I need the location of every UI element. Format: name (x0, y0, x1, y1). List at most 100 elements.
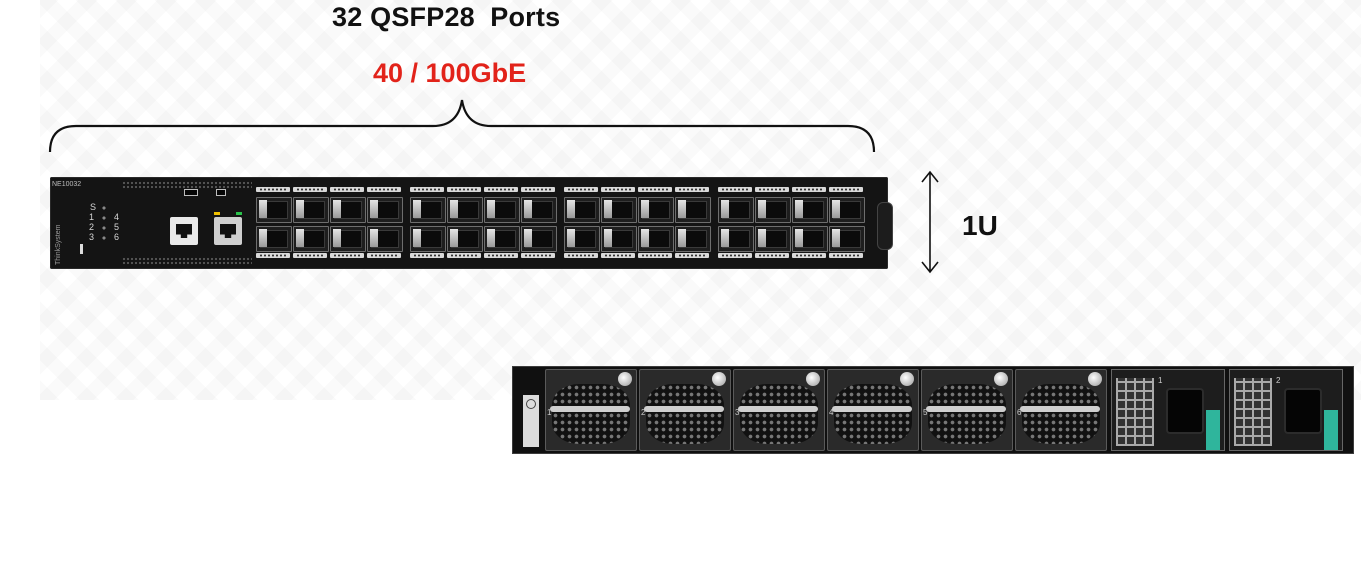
qsfp28-port-15[interactable] (521, 197, 557, 223)
port-release-tab[interactable] (367, 253, 401, 258)
qsfp28-port-5[interactable] (330, 197, 366, 223)
port-release-tab[interactable] (829, 253, 863, 258)
fan-module[interactable]: 2 (639, 369, 731, 451)
fan-handle[interactable] (644, 406, 724, 412)
port-release-tab[interactable] (447, 187, 481, 192)
fan-number: 1 (547, 408, 552, 417)
power-socket[interactable] (1166, 388, 1204, 434)
thumbscrew-icon[interactable] (994, 372, 1008, 386)
port-release-tab[interactable] (521, 253, 555, 258)
qsfp28-port-31[interactable] (829, 197, 865, 223)
power-supply[interactable]: 2 (1229, 369, 1343, 451)
qsfp28-port-21[interactable] (638, 197, 674, 223)
fan-handle[interactable] (738, 406, 818, 412)
qsfp28-port-18[interactable] (564, 226, 600, 252)
qsfp28-port-12[interactable] (447, 226, 483, 252)
qsfp28-port-25[interactable] (718, 197, 754, 223)
thumbscrew-icon[interactable] (1088, 372, 1102, 386)
qsfp28-port-30[interactable] (792, 226, 828, 252)
fan-handle[interactable] (926, 406, 1006, 412)
fan-number: 5 (923, 408, 928, 417)
psu-release-latch[interactable] (1324, 410, 1338, 450)
qsfp28-port-28[interactable] (755, 226, 791, 252)
qsfp28-port-9[interactable] (410, 197, 446, 223)
port-release-tab[interactable] (521, 187, 555, 192)
port-release-tab[interactable] (293, 253, 327, 258)
port-release-tab[interactable] (256, 187, 290, 192)
fan-handle[interactable] (1020, 406, 1100, 412)
qsfp28-port-17[interactable] (564, 197, 600, 223)
rack-handle (877, 202, 893, 250)
led-dots (100, 203, 108, 241)
power-socket[interactable] (1284, 388, 1322, 434)
qsfp28-port-19[interactable] (601, 197, 637, 223)
qsfp28-port-29[interactable] (792, 197, 828, 223)
ground-lug (523, 395, 539, 447)
qsfp28-port-11[interactable] (447, 197, 483, 223)
port-release-tab[interactable] (447, 253, 481, 258)
power-supply[interactable]: 1 (1111, 369, 1225, 451)
port-release-tab[interactable] (792, 187, 826, 192)
led-label-4: 4 (114, 212, 120, 222)
port-release-tab[interactable] (755, 253, 789, 258)
psu-release-latch[interactable] (1206, 410, 1220, 450)
port-release-tab[interactable] (367, 187, 401, 192)
qsfp28-port-32[interactable] (829, 226, 865, 252)
port-release-tab[interactable] (792, 253, 826, 258)
port-release-tab[interactable] (484, 187, 518, 192)
qsfp28-port-4[interactable] (293, 226, 329, 252)
console-port[interactable] (170, 217, 198, 245)
qsfp28-port-27[interactable] (755, 197, 791, 223)
fan-module[interactable]: 1 (545, 369, 637, 451)
port-release-tab[interactable] (410, 187, 444, 192)
port-release-tab[interactable] (755, 187, 789, 192)
qsfp28-port-8[interactable] (367, 226, 403, 252)
qsfp28-port-3[interactable] (293, 197, 329, 223)
qsfp28-port-26[interactable] (718, 226, 754, 252)
usb-port[interactable] (184, 189, 198, 196)
port-release-tab[interactable] (410, 253, 444, 258)
fan-module[interactable]: 3 (733, 369, 825, 451)
fan-module[interactable]: 5 (921, 369, 1013, 451)
qsfp28-port-13[interactable] (484, 197, 520, 223)
fan-module[interactable]: 6 (1015, 369, 1107, 451)
qsfp28-port-22[interactable] (638, 226, 674, 252)
fan-handle[interactable] (832, 406, 912, 412)
port-release-tab[interactable] (718, 187, 752, 192)
port-release-tab[interactable] (601, 253, 635, 258)
port-release-tab[interactable] (564, 187, 598, 192)
port-release-tab[interactable] (675, 187, 709, 192)
qsfp28-port-6[interactable] (330, 226, 366, 252)
port-release-tab[interactable] (330, 187, 364, 192)
qsfp28-port-2[interactable] (256, 226, 292, 252)
port-release-tab[interactable] (256, 253, 290, 258)
qsfp28-port-23[interactable] (675, 197, 711, 223)
thumbscrew-icon[interactable] (900, 372, 914, 386)
qsfp28-port-24[interactable] (675, 226, 711, 252)
mgmt-ethernet-port[interactable] (214, 217, 242, 245)
qsfp28-port-7[interactable] (367, 197, 403, 223)
port-release-tab[interactable] (293, 187, 327, 192)
qsfp28-port-10[interactable] (410, 226, 446, 252)
fan-handle[interactable] (550, 406, 630, 412)
thumbscrew-icon[interactable] (618, 372, 632, 386)
fan-module[interactable]: 4 (827, 369, 919, 451)
qsfp28-port-14[interactable] (484, 226, 520, 252)
port-release-tab[interactable] (829, 187, 863, 192)
port-release-tab[interactable] (330, 253, 364, 258)
port-release-tab[interactable] (564, 253, 598, 258)
qsfp28-port-1[interactable] (256, 197, 292, 223)
port-release-tab[interactable] (601, 187, 635, 192)
height-arrow (921, 170, 939, 274)
port-release-tab[interactable] (484, 253, 518, 258)
qsfp28-port-20[interactable] (601, 226, 637, 252)
thumbscrew-icon[interactable] (712, 372, 726, 386)
port-release-tab[interactable] (638, 253, 672, 258)
mini-usb-port[interactable] (216, 189, 226, 196)
led-label-1: 1 (89, 212, 95, 222)
port-release-tab[interactable] (675, 253, 709, 258)
thumbscrew-icon[interactable] (806, 372, 820, 386)
qsfp28-port-16[interactable] (521, 226, 557, 252)
port-release-tab[interactable] (638, 187, 672, 192)
port-release-tab[interactable] (718, 253, 752, 258)
